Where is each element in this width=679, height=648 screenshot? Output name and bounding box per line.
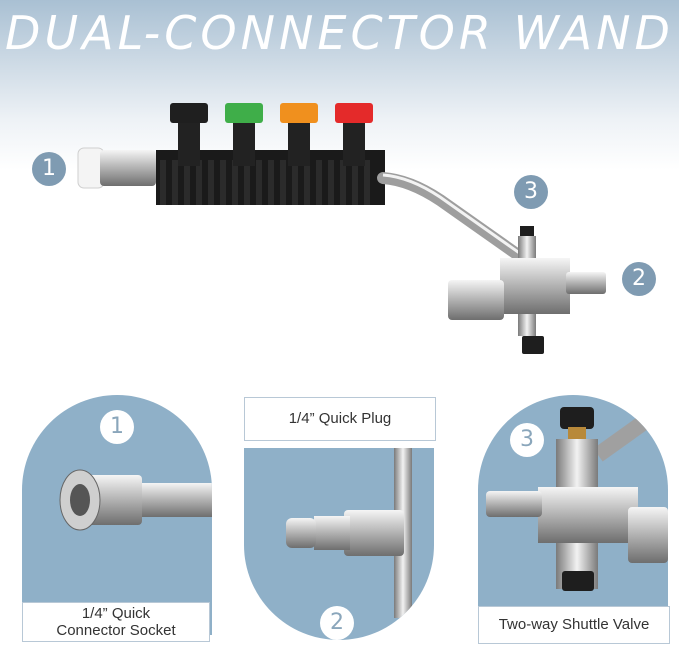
nozzle-orange bbox=[280, 103, 318, 166]
panel-1-label: 1/4” Quick Connector Socket bbox=[22, 602, 210, 642]
panel-3-label: Two-way Shuttle Valve bbox=[478, 606, 670, 644]
nozzle-green bbox=[225, 103, 263, 166]
callout-badge-2: 2 bbox=[622, 262, 656, 296]
valve-bottom-knob bbox=[522, 336, 544, 354]
manifold-fins bbox=[160, 160, 370, 205]
panel-1-label-line2: Connector Socket bbox=[56, 622, 176, 639]
wand-tube-highlight bbox=[382, 173, 529, 261]
nozzle-red bbox=[335, 103, 373, 166]
panel-3-badge: 3 bbox=[510, 423, 544, 457]
panel-2-badge: 2 bbox=[320, 606, 354, 640]
panel-1-badge: 1 bbox=[100, 410, 134, 444]
panel-1-label-line1: 1/4” Quick bbox=[81, 605, 151, 622]
page-title: DUAL-CONNECTOR WAND bbox=[5, 6, 674, 60]
nozzle-black bbox=[170, 103, 208, 166]
valve-cross bbox=[500, 258, 570, 314]
valve-closeup bbox=[486, 398, 668, 591]
detail-panel-valve bbox=[478, 395, 668, 635]
socket-body bbox=[100, 150, 156, 186]
panel-2-label: 1/4” Quick Plug bbox=[244, 397, 436, 441]
callout-badge-1: 1 bbox=[32, 152, 66, 186]
socket-closeup bbox=[59, 469, 212, 531]
wand-tube bbox=[377, 172, 534, 268]
callout-badge-3: 3 bbox=[514, 175, 548, 209]
wand-illustration bbox=[77, 103, 606, 354]
valve-socket bbox=[448, 280, 504, 320]
valve-plug bbox=[566, 272, 606, 294]
valve-top-knob bbox=[520, 226, 534, 238]
plug-closeup bbox=[286, 448, 412, 618]
